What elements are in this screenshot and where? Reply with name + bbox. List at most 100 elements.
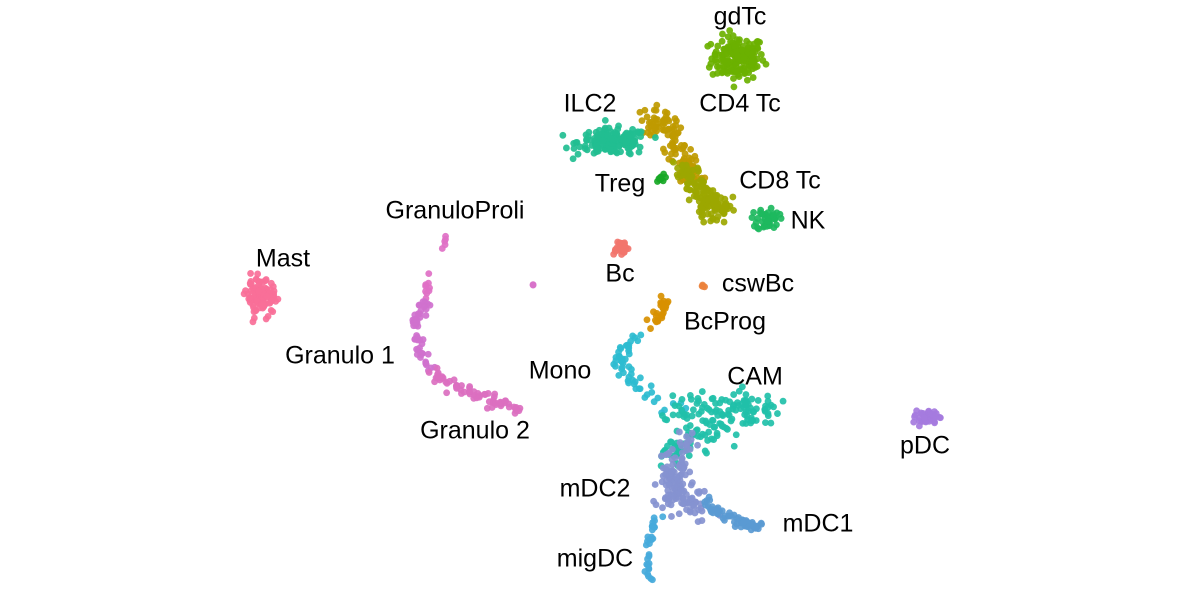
point-cd8-tc xyxy=(717,200,725,208)
point-granuloproli xyxy=(425,279,432,287)
point-cam xyxy=(685,452,693,460)
point-mdc2 xyxy=(668,513,675,520)
point-granuloproli xyxy=(442,235,449,243)
point-mdc2 xyxy=(661,471,669,478)
point-gdtc xyxy=(759,57,767,64)
point-ilc2 xyxy=(563,144,570,152)
point-granulo-2 xyxy=(453,384,461,392)
point-mdc2 xyxy=(700,487,708,495)
point-mdc2 xyxy=(689,501,697,509)
point-mdc2 xyxy=(678,462,686,470)
point-granuloproli xyxy=(423,289,431,297)
cluster-label-mdc1: mDC1 xyxy=(783,510,854,538)
point-ilc2 xyxy=(570,139,578,147)
point-mdc1 xyxy=(714,510,721,518)
point-granulo-1 xyxy=(411,335,419,343)
point-nk xyxy=(776,210,784,218)
point-cd8-tc xyxy=(694,164,701,172)
cluster-label-granulo-2: Granulo 2 xyxy=(420,417,530,445)
point-cam xyxy=(671,402,679,409)
point-gdtc xyxy=(732,61,740,69)
point-cam xyxy=(767,419,775,427)
point-mdc2 xyxy=(679,500,687,508)
point-mono xyxy=(625,350,633,358)
point-mast xyxy=(261,277,269,285)
point-granulo-2 xyxy=(450,376,458,384)
point-ilc2 xyxy=(633,129,640,137)
point-bcprog xyxy=(652,318,660,326)
point-cd8-tc xyxy=(685,196,693,204)
point-cd8-tc xyxy=(680,171,688,179)
point-nk xyxy=(764,209,772,217)
point-cam xyxy=(711,423,719,431)
point-ilc2 xyxy=(617,148,624,156)
point-mdc2 xyxy=(677,485,685,493)
point-cam xyxy=(735,387,743,395)
point-mast xyxy=(246,279,254,287)
point-migdc xyxy=(644,537,651,545)
cluster-label-cd8-tc: CD8 Tc xyxy=(739,167,821,195)
point-nk xyxy=(754,224,761,232)
point-mono xyxy=(637,331,645,339)
point-pdc xyxy=(931,412,939,420)
point-mdc1 xyxy=(728,512,735,520)
point-cd4-tc xyxy=(677,124,685,132)
point-cam xyxy=(764,403,772,411)
point-nk xyxy=(769,210,777,218)
point-cam xyxy=(732,431,740,439)
point-pdc xyxy=(910,418,918,426)
cluster-label-migdc: migDC xyxy=(557,545,633,573)
point-cd4-tc xyxy=(688,155,695,163)
point-nk xyxy=(763,222,771,230)
point-mdc1 xyxy=(702,501,709,509)
point-cam xyxy=(689,406,697,414)
point-cd8-tc xyxy=(707,210,715,218)
point-cam xyxy=(770,403,777,411)
point-mdc2 xyxy=(688,494,696,502)
point-migdc xyxy=(647,575,655,583)
point-granulo-2 xyxy=(481,391,489,398)
point-granulo-2 xyxy=(425,369,433,376)
point-granulo-1 xyxy=(422,361,430,369)
point-mono xyxy=(648,388,656,396)
point-mdc2 xyxy=(675,510,683,518)
point-ilc2 xyxy=(586,136,593,144)
cluster-label-mdc2: mDC2 xyxy=(560,475,631,503)
point-migdc xyxy=(659,513,667,521)
point-cam xyxy=(730,442,738,450)
point-ilc2 xyxy=(559,131,567,139)
point-gdtc xyxy=(714,42,722,50)
point-granulo-2 xyxy=(515,407,523,415)
point-mast xyxy=(245,295,253,303)
point-granulo-2 xyxy=(431,378,438,386)
point-gdtc xyxy=(740,54,748,61)
point-cam xyxy=(728,415,736,423)
point-pdc xyxy=(915,422,923,430)
point-granuloproli xyxy=(425,270,433,278)
point-mdc1 xyxy=(731,523,739,531)
point-cd8-tc xyxy=(697,204,705,212)
point-ilc2 xyxy=(593,146,601,153)
point-granulo-2 xyxy=(466,388,473,395)
point-cd4-tc xyxy=(672,121,680,129)
point-mdc2 xyxy=(679,480,687,488)
point-gdtc xyxy=(719,30,726,38)
point-cam xyxy=(742,391,750,398)
point-mast xyxy=(250,314,258,322)
point-gdtc xyxy=(749,74,757,81)
point-gdtc xyxy=(748,58,756,66)
point-cam xyxy=(774,410,781,417)
point-cd4-tc xyxy=(668,150,675,158)
point-cam xyxy=(693,400,701,407)
point-cam xyxy=(762,419,769,427)
cluster-label-cd4-tc: CD4 Tc xyxy=(699,90,781,118)
point-granulo-1 xyxy=(414,310,422,318)
point-mast xyxy=(256,278,264,286)
point-cam xyxy=(669,411,677,419)
point-cam xyxy=(686,422,694,429)
point-mono xyxy=(615,371,623,379)
point-cd4-tc xyxy=(669,133,677,141)
point-ilc2 xyxy=(601,116,609,124)
point-pdc xyxy=(920,414,928,422)
point-granulo-2 xyxy=(475,393,483,401)
